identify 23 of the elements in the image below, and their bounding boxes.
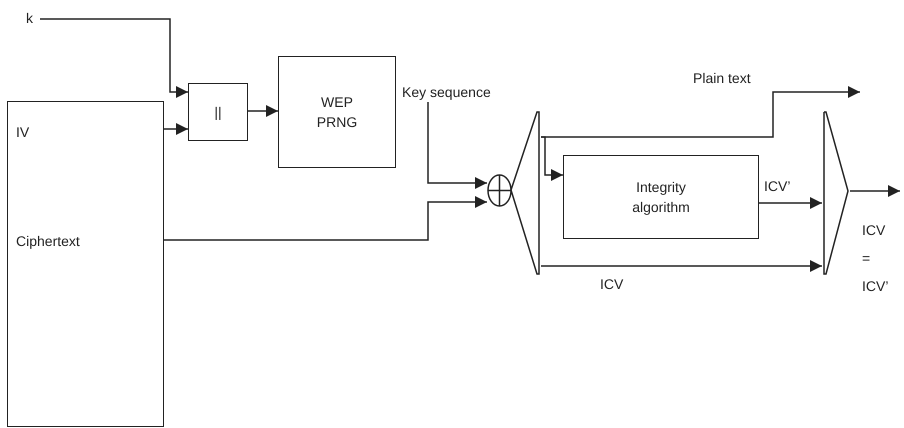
splitter-shape xyxy=(510,110,541,276)
arrow xyxy=(248,105,278,117)
node-label: k xyxy=(26,10,33,27)
input-block xyxy=(7,101,164,427)
block-label: Ciphertext xyxy=(16,233,80,250)
process-box xyxy=(188,83,248,141)
arrow xyxy=(850,185,900,197)
process-box xyxy=(278,56,396,168)
combiner-shape xyxy=(822,110,850,276)
box-label: Integrity algorithm xyxy=(631,178,691,217)
arrow xyxy=(164,123,188,135)
arrow xyxy=(40,18,188,98)
arrow xyxy=(164,196,487,241)
xor-symbol xyxy=(487,174,512,207)
arrow xyxy=(541,136,563,181)
box-label: WEP PRNG xyxy=(316,93,358,132)
process-box xyxy=(563,155,759,239)
arrow xyxy=(427,102,487,189)
arrow xyxy=(541,260,822,272)
box-label: || xyxy=(214,103,222,122)
block-label: IV xyxy=(16,124,30,141)
arrow xyxy=(759,197,822,209)
node-label: Key sequence xyxy=(402,84,491,101)
